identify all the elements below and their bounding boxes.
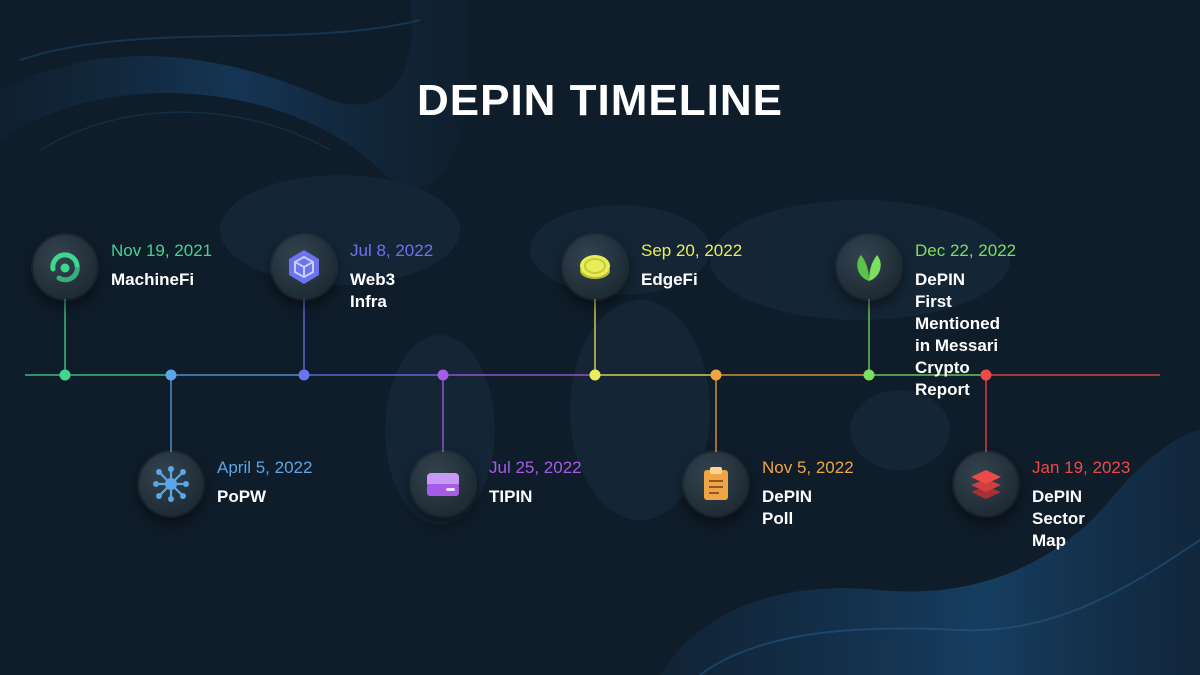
- event-badge: [563, 235, 627, 299]
- event-date: April 5, 2022: [217, 458, 313, 477]
- timeline-node: [863, 369, 875, 381]
- page-title: DEPIN TIMELINE: [416, 76, 784, 125]
- event-badge: [411, 452, 475, 516]
- timeline-node: [59, 369, 71, 381]
- event-badge: [837, 235, 901, 299]
- event-name: DePIN First Mentioned in Messari Crypto …: [915, 270, 1000, 399]
- event-name: EdgeFi: [641, 270, 698, 289]
- event-date: Dec 22, 2022: [915, 241, 1017, 260]
- timeline-node: [710, 369, 722, 381]
- event-badge: [33, 235, 97, 299]
- timeline-node: [298, 369, 310, 381]
- event-name: PoPW: [217, 487, 267, 506]
- event-date: Jul 25, 2022: [489, 458, 582, 477]
- timeline-node: [980, 369, 992, 381]
- timeline-node: [589, 369, 601, 381]
- timeline-node: [165, 369, 177, 381]
- event-badge: [272, 235, 336, 299]
- event-badge: [684, 452, 748, 516]
- timeline-node: [437, 369, 449, 381]
- event-badge: [954, 452, 1018, 516]
- event-date: Jan 19, 2023: [1032, 458, 1131, 477]
- event-date: Nov 19, 2021: [111, 241, 213, 260]
- event-name: MachineFi: [111, 270, 195, 289]
- event-date: Sep 20, 2022: [641, 241, 743, 260]
- event-name: Web3 Infra: [350, 270, 396, 311]
- event-date: Jul 8, 2022: [350, 241, 434, 260]
- event-name: TIPIN: [489, 487, 533, 506]
- event-badge: [139, 452, 203, 516]
- event-date: Nov 5, 2022: [762, 458, 854, 477]
- event-name: DePIN Sector Map: [1032, 487, 1085, 550]
- event-name: DePIN Poll: [762, 487, 813, 528]
